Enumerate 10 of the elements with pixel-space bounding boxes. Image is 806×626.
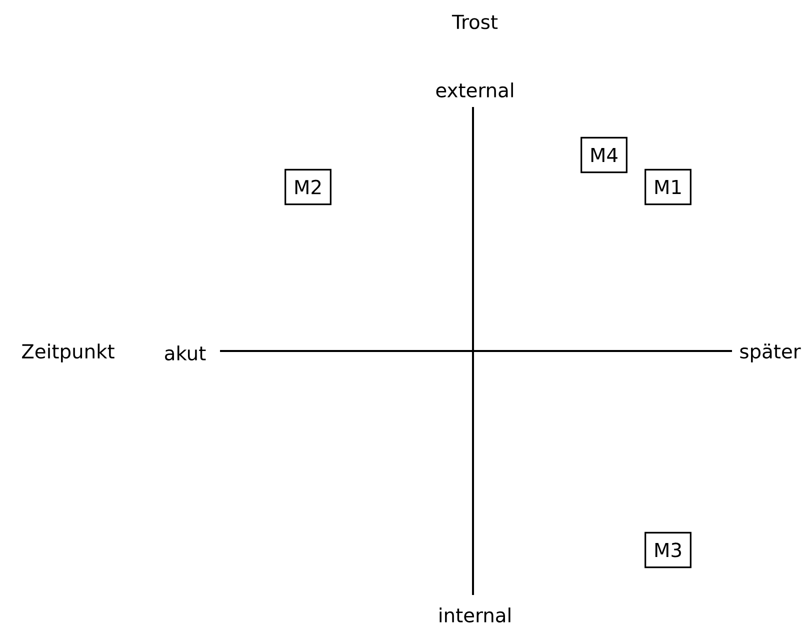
axis-label: später — [740, 344, 801, 362]
axis-label: internal — [440, 608, 510, 622]
marker-box: M2 — [284, 168, 332, 206]
marker-box: M4 — [580, 136, 628, 174]
marker-box: M3 — [644, 532, 692, 568]
axis-label: external — [436, 82, 513, 98]
axis-title: Trost — [452, 14, 498, 30]
axis-label: akut — [165, 346, 206, 360]
marker-box: M1 — [644, 168, 692, 206]
axis-label: Zeitpunkt — [22, 344, 114, 362]
